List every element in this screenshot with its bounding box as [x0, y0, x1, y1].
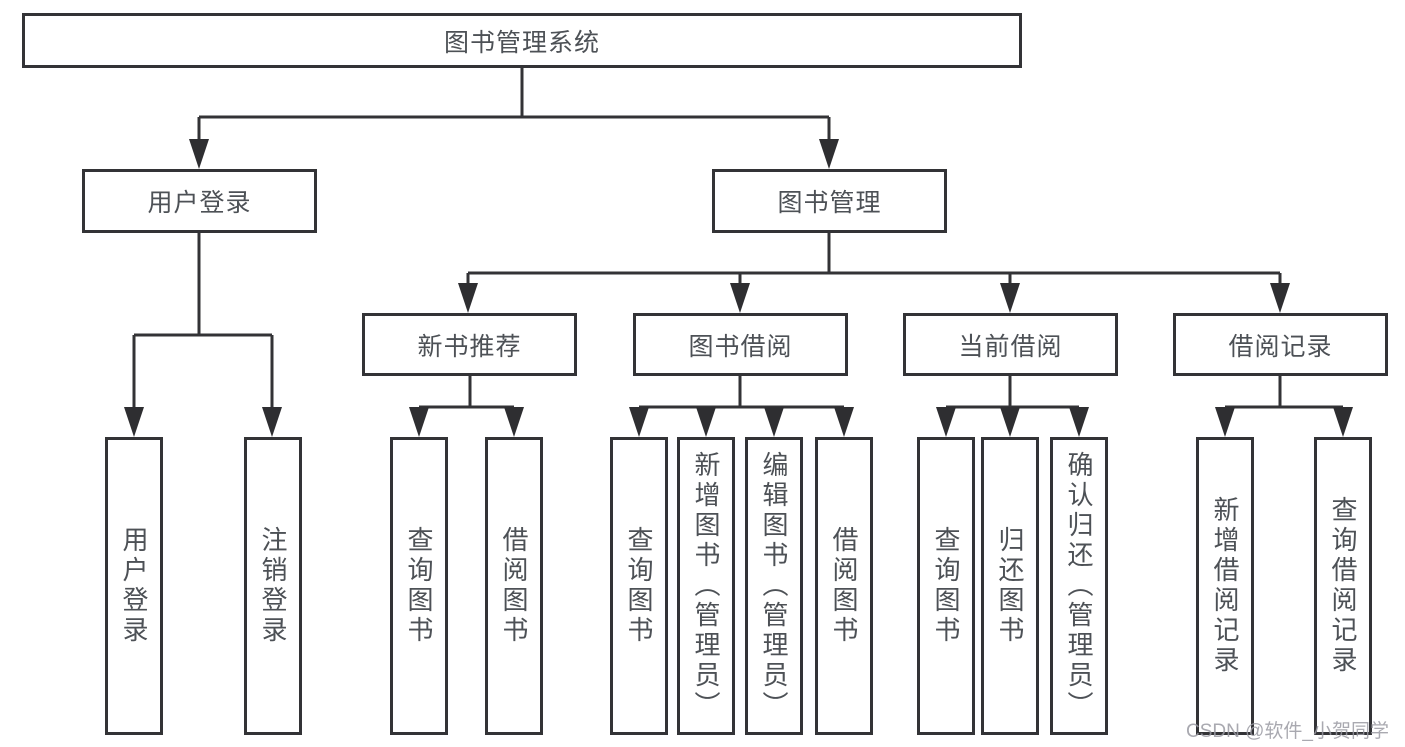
watermark-text: CSDN @软件_小贺同学: [1186, 721, 1389, 742]
leaf-borrow-book-recommend: 借阅图书: [485, 437, 543, 735]
leaf-confirm-return-admin: 确认归还（管理员）: [1050, 437, 1108, 735]
connector-bookborrow-to-leaves: [637, 376, 846, 428]
leaf-query-book-current-label: 查询图书: [931, 526, 961, 646]
connector-root-to-level2: [197, 68, 831, 160]
leaf-query-book-borrow: 查询图书: [610, 437, 668, 735]
connector-newbook-to-leaves: [417, 376, 516, 428]
connector-bookmgmt-to-level3: [466, 233, 1282, 304]
node-book-borrow-label: 图书借阅: [688, 332, 793, 361]
leaf-query-book-recommend: 查询图书: [390, 437, 448, 735]
node-new-book-recommend: 新书推荐: [362, 313, 577, 376]
leaf-logout-label: 注销登录: [258, 526, 288, 646]
connector-currentborrow-to-leaves: [944, 376, 1081, 428]
leaf-query-borrow-record: 查询借阅记录: [1314, 437, 1372, 735]
leaf-confirm-return-admin-label: 确认归还（管理员）: [1064, 451, 1094, 721]
node-borrow-records-label: 借阅记录: [1228, 332, 1333, 361]
leaf-borrow-book-recommend-label: 借阅图书: [499, 526, 529, 646]
leaf-query-book-recommend-label: 查询图书: [404, 526, 434, 646]
leaf-borrow-book: 借阅图书: [815, 437, 873, 735]
node-book-management-label: 图书管理: [777, 189, 882, 217]
leaf-query-borrow-record-label: 查询借阅记录: [1328, 496, 1358, 676]
node-borrow-records: 借阅记录: [1173, 313, 1388, 376]
leaf-user-login: 用户登录: [105, 437, 163, 735]
leaf-edit-book-admin-label: 编辑图书（管理员）: [759, 451, 789, 721]
node-user-login: 用户登录: [82, 169, 317, 233]
node-user-login-label: 用户登录: [147, 189, 252, 217]
connector-userlogin-to-leaves: [132, 233, 274, 428]
leaf-user-login-label: 用户登录: [119, 526, 149, 646]
leaf-add-borrow-record: 新增借阅记录: [1196, 437, 1254, 735]
node-new-book-recommend-label: 新书推荐: [417, 332, 522, 361]
leaf-add-borrow-record-label: 新增借阅记录: [1210, 496, 1240, 676]
node-root-label: 图书管理系统: [443, 28, 600, 57]
leaf-edit-book-admin: 编辑图书（管理员）: [745, 437, 803, 735]
node-current-borrow: 当前借阅: [903, 313, 1118, 376]
leaf-query-book-current: 查询图书: [917, 437, 975, 735]
leaf-add-book-admin-label: 新增图书（管理员）: [691, 451, 721, 721]
leaf-return-book: 归还图书: [981, 437, 1039, 735]
leaf-query-book-borrow-label: 查询图书: [624, 526, 654, 646]
node-current-borrow-label: 当前借阅: [958, 332, 1063, 361]
node-book-management: 图书管理: [712, 169, 947, 233]
leaf-return-book-label: 归还图书: [995, 526, 1025, 646]
leaf-add-book-admin: 新增图书（管理员）: [677, 437, 735, 735]
leaf-logout: 注销登录: [244, 437, 302, 735]
node-root: 图书管理系统: [22, 13, 1022, 68]
connector-borrowrecords-to-leaves: [1223, 376, 1345, 428]
node-book-borrow: 图书借阅: [633, 313, 848, 376]
leaf-borrow-book-label: 借阅图书: [829, 526, 859, 646]
